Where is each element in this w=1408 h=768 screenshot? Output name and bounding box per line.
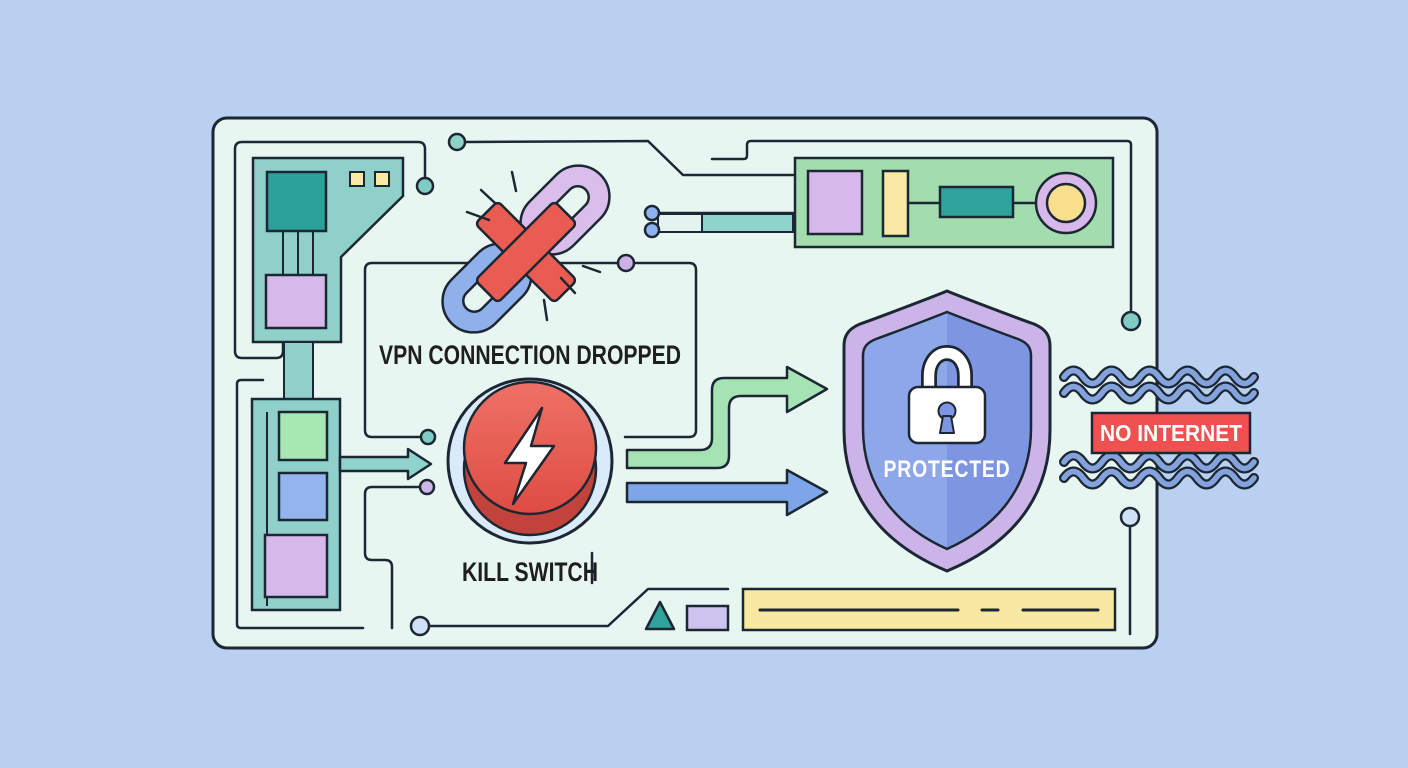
chip-purple-square: [264, 273, 328, 330]
chip-core-square: [265, 170, 328, 233]
lock-icon: [907, 344, 987, 445]
yellow-slot-bar: [741, 587, 1117, 632]
wave-fills: [1061, 367, 1257, 488]
lightning-bolt-icon: [503, 406, 556, 506]
no-internet-badge: NO INTERNET: [1090, 411, 1252, 455]
board-yellow-bar: [881, 169, 910, 238]
chip-pin-square: [349, 171, 365, 187]
shield-icon: PROTECTED: [842, 289, 1052, 573]
triangle-component: [644, 600, 676, 631]
circuit-trace: [463, 139, 795, 177]
circuit-node-icon: [419, 428, 437, 446]
circuit-traces: [233, 139, 1133, 636]
circuit-node-icon: [447, 132, 467, 152]
lavender-component: [685, 604, 730, 632]
lock-keyhole-stem: [939, 415, 955, 434]
circuit-trace-band-light: [657, 213, 703, 233]
circuit-node-icon: [415, 176, 435, 196]
break-burst-lines: [465, 170, 602, 322]
blue-component-square: [277, 471, 329, 522]
shield-inner-outline: [861, 310, 1033, 551]
board-purple-square: [806, 169, 864, 236]
kill-switch-button: [446, 377, 614, 545]
broken-chain-icon: [441, 164, 611, 334]
protected-label: PROTECTED: [884, 456, 1011, 483]
no-internet-label: NO INTERNET: [1100, 420, 1242, 446]
circuit-trace-band-teal: [701, 213, 794, 233]
circuit-chip-icon: [251, 156, 405, 400]
circuit-node-icon: [1120, 310, 1142, 332]
circuit-node-icon: [643, 221, 661, 239]
chip-connector-bar: [283, 341, 314, 400]
circuit-node-icon: [643, 204, 661, 222]
blue-flow-arrow-icon: [625, 468, 829, 517]
circuit-trace: [233, 140, 427, 360]
badge-background: [1090, 411, 1252, 455]
component-column: [250, 397, 342, 612]
lock-shackle: [923, 347, 971, 389]
circuit-trace: [427, 587, 730, 628]
chip-legs: [282, 231, 314, 275]
green-component-square: [277, 410, 329, 462]
board-resistor: [938, 185, 1015, 219]
signal-wave-icons: [1059, 365, 1259, 490]
board-ring-center: [1045, 182, 1087, 224]
circuit-board-icon: [793, 156, 1115, 249]
circuit-trace: [710, 139, 1133, 314]
circuit-node-icon: [409, 615, 431, 637]
chip-pin-square: [374, 171, 390, 187]
circuit-node-icons: [409, 132, 1142, 637]
circuit-trace: [363, 485, 422, 630]
circuit-node-icon: [1119, 506, 1141, 528]
circuit-node-icon: [616, 253, 636, 273]
red-cross-icon: [475, 201, 577, 303]
kill-switch-label: KILL SWITCH: [462, 557, 598, 587]
circuit-node-icon: [418, 478, 436, 496]
purple-component-square: [263, 533, 329, 599]
green-flow-arrow-icon: [625, 365, 829, 470]
vpn-connection-dropped-label: VPN CONNECTION DROPPED: [379, 340, 681, 370]
circuit-trace: [235, 378, 365, 630]
flow-arrow-icon: [338, 447, 433, 481]
